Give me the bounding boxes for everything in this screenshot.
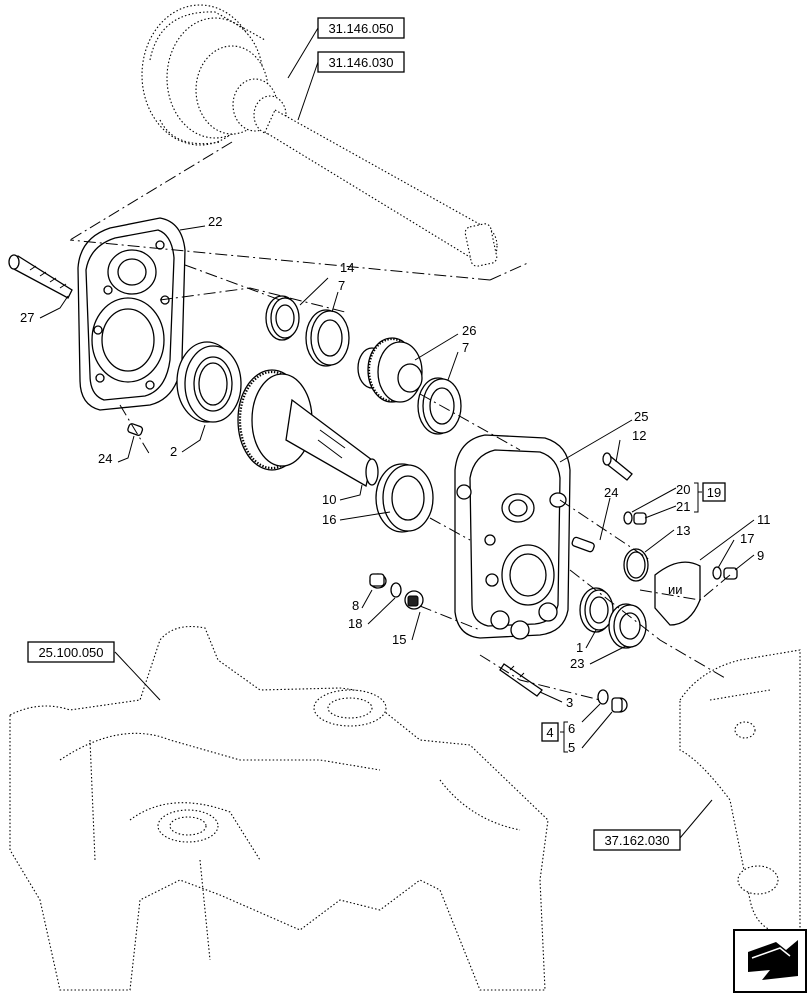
label-15: 15 <box>392 632 406 647</box>
seal-part-1 <box>579 587 614 633</box>
group-label-4[interactable]: 4 <box>541 722 559 742</box>
bearing-part-7-upper <box>305 309 350 367</box>
label-11: 11 <box>757 512 771 527</box>
label-6: 6 <box>568 721 575 736</box>
label-10: 10 <box>322 492 336 507</box>
leader-lines <box>39 27 755 839</box>
plug-part-8 <box>369 573 387 589</box>
label-16: 16 <box>322 512 336 527</box>
label-14: 14 <box>340 260 354 275</box>
label-25: 25 <box>634 409 648 424</box>
label-9: 9 <box>757 548 764 563</box>
svg-text:25.100.050: 25.100.050 <box>38 645 103 660</box>
bearing-part-2 <box>176 341 242 423</box>
bearing-part-7-lower <box>417 377 462 435</box>
washer-part-6 <box>597 689 609 705</box>
screw-part-21 <box>633 512 647 525</box>
label-12: 12 <box>632 428 646 443</box>
cover-housing-part-25 <box>454 434 571 640</box>
label-5: 5 <box>568 740 575 755</box>
svg-text:31.146.050: 31.146.050 <box>328 21 393 36</box>
bolt-part-27 <box>8 254 73 299</box>
label-20: 20 <box>676 482 690 497</box>
next-page-arrow-icon[interactable] <box>733 929 807 993</box>
label-18: 18 <box>348 616 362 631</box>
label-26: 26 <box>462 323 476 338</box>
plate-part-11: ᴎᴎ <box>654 561 701 626</box>
gear-part-26 <box>357 337 423 403</box>
plug-part-5 <box>611 697 628 713</box>
label-23: 23 <box>570 656 584 671</box>
reference-callout-31146030[interactable]: 31.146.030 <box>317 51 405 73</box>
gear-shaft-part-10 <box>237 369 379 488</box>
label-3: 3 <box>566 695 573 710</box>
seal-part-14 <box>265 295 300 341</box>
bracket-assembly <box>679 649 801 933</box>
label-27: 27 <box>20 310 34 325</box>
washer-part-17 <box>712 566 722 580</box>
svg-text:37.162.030: 37.162.030 <box>604 833 669 848</box>
reference-callout-31146050[interactable]: 31.146.050 <box>317 17 405 39</box>
svg-text:4: 4 <box>546 725 553 740</box>
plug-part-15 <box>404 590 424 610</box>
seal-part-23 <box>608 603 647 649</box>
svg-text:31.146.030: 31.146.030 <box>328 55 393 70</box>
assembly-centerlines <box>69 141 731 701</box>
label-8: 8 <box>352 598 359 613</box>
drive-hub-assembly <box>141 4 498 267</box>
o-ring-part-13 <box>623 548 649 582</box>
svg-text:ᴎᴎ: ᴎᴎ <box>668 582 683 597</box>
bearing-part-16 <box>375 463 434 533</box>
reference-callout-25100050[interactable]: 25.100.050 <box>27 641 115 663</box>
label-7-upper: 7 <box>338 278 345 293</box>
label-17: 17 <box>740 531 754 546</box>
label-24-right: 24 <box>604 485 618 500</box>
label-22: 22 <box>208 214 222 229</box>
label-1: 1 <box>576 640 583 655</box>
label-13: 13 <box>676 523 690 538</box>
label-21: 21 <box>676 499 690 514</box>
group-label-19[interactable]: 19 <box>702 482 726 502</box>
label-24-left: 24 <box>98 451 112 466</box>
label-2: 2 <box>170 444 177 459</box>
housing-part-22 <box>77 217 186 411</box>
axle-frame-assembly <box>9 625 549 991</box>
svg-text:19: 19 <box>707 485 721 500</box>
washer-part-18 <box>390 582 402 598</box>
group-brackets <box>560 482 702 753</box>
washer-part-20 <box>623 511 633 525</box>
part-labels: 22 27 14 7 26 7 2 24 25 12 10 16 20 21 2… <box>20 214 771 755</box>
reference-callout-37162030[interactable]: 37.162.030 <box>593 829 681 851</box>
bolt-part-12 <box>602 452 633 481</box>
pin-part-24-right <box>571 536 595 553</box>
label-7-lower: 7 <box>462 340 469 355</box>
bolt-part-9 <box>723 567 738 580</box>
